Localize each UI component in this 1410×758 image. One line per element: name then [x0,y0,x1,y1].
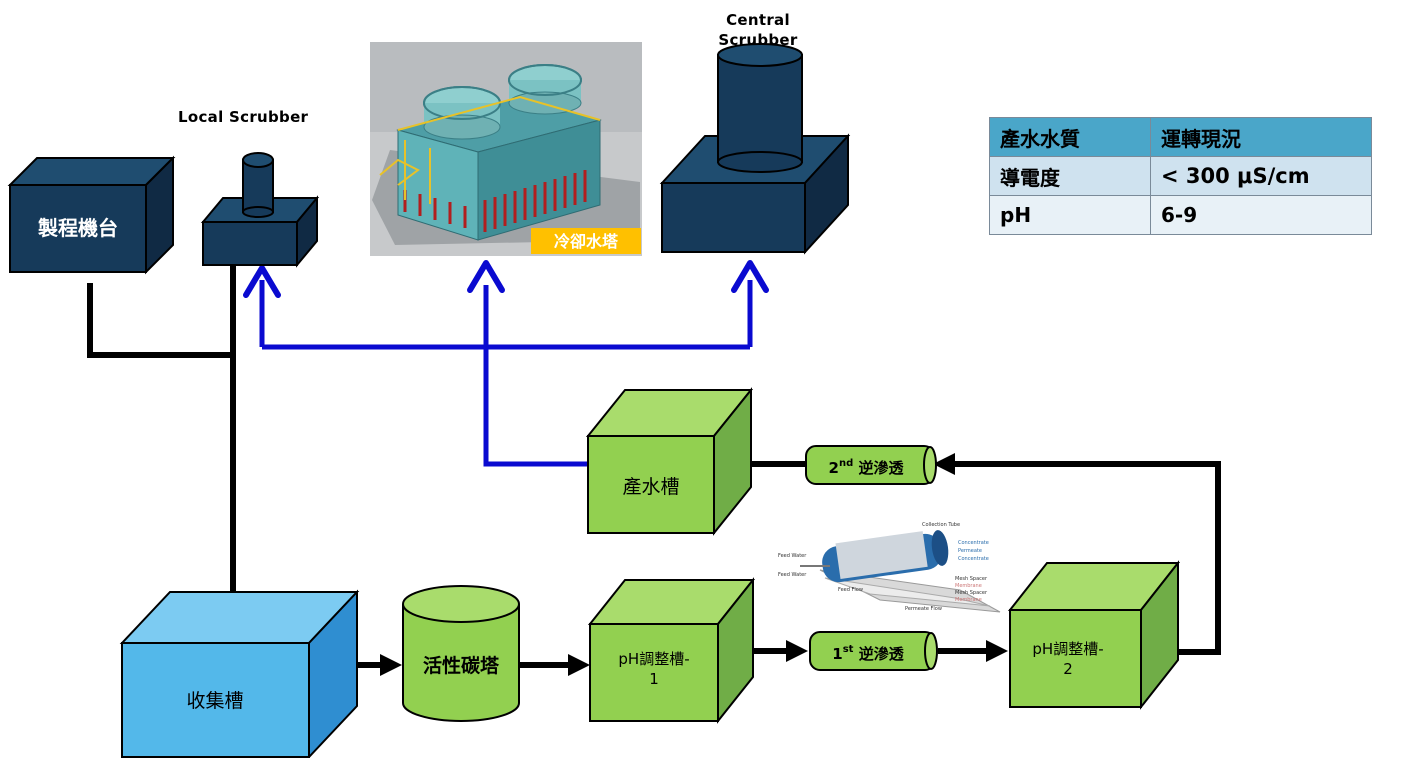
carbon-tower-label: 活性碳塔 [423,654,500,677]
svg-text:Concentrate: Concentrate [958,540,989,546]
table-cell: < 300 μS/cm [1150,156,1372,196]
ph-tank-1-label: pH調整槽-1 [618,650,689,688]
svg-text:Membrane: Membrane [955,597,982,603]
process-tool-box: 製程機台 [7,155,176,275]
ro-1st-filter: 1st 逆滲透 [809,631,938,671]
ph-tank-1-box: pH調整槽-1 [587,577,756,724]
svg-text:Membrane: Membrane [955,583,982,589]
svg-text:Collection Tube: Collection Tube [922,522,960,528]
table-cell: 導電度 [989,156,1151,196]
carbon-tower: 活性碳塔 [402,585,520,722]
table-header-cell: 運轉現況 [1150,117,1372,157]
svg-text:Feed Flow: Feed Flow [838,587,863,593]
ro-2nd-filter: 2nd 逆滲透 [805,445,937,485]
svg-text:Mesh Spacer: Mesh Spacer [955,590,988,596]
water-quality-table: 產水水質 運轉現況 導電度 < 300 μS/cm pH 6-9 [989,117,1372,235]
svg-text:Concentrate: Concentrate [958,556,989,562]
table-header-row: 產水水質 運轉現況 [989,117,1372,157]
flow-lines [87,258,1221,676]
ro-1st-label: 1st 逆滲透 [832,644,904,663]
product-tank-label: 產水槽 [622,476,679,498]
collection-tank-label: 收集槽 [186,690,243,712]
table-row: 導電度 < 300 μS/cm [989,156,1372,196]
ph-tank-2-label: pH調整槽-2 [1032,640,1103,678]
svg-text:Permeate: Permeate [958,548,982,554]
ro-2nd-label: 2nd 逆滲透 [829,458,905,477]
collection-tank-box: 收集槽 [119,589,360,758]
ro-membrane-image: Collection Tube Concentrate Permeate Con… [778,522,1001,613]
central-scrubber [659,43,851,255]
svg-text:Feed Water: Feed Water [778,553,807,559]
svg-text:Permeate Flow: Permeate Flow [905,606,942,612]
product-tank-box: 產水槽 [585,387,754,536]
table-cell: pH [989,195,1151,235]
svg-text:Feed Water: Feed Water [778,572,807,578]
process-tool-label: 製程機台 [38,216,118,240]
cooling-tower-image: 冷卻水塔 [370,42,642,256]
table-cell: 6-9 [1150,195,1372,235]
cooling-tower-label: 冷卻水塔 [554,232,619,251]
table-row: pH 6-9 [989,195,1372,235]
local-scrubber [200,152,320,268]
local-scrubber-label: Local Scrubber [178,108,309,126]
svg-text:Mesh Spacer: Mesh Spacer [955,576,988,582]
table-header-cell: 產水水質 [989,117,1151,157]
ph-tank-2-box: pH調整槽-2 [1007,560,1181,710]
